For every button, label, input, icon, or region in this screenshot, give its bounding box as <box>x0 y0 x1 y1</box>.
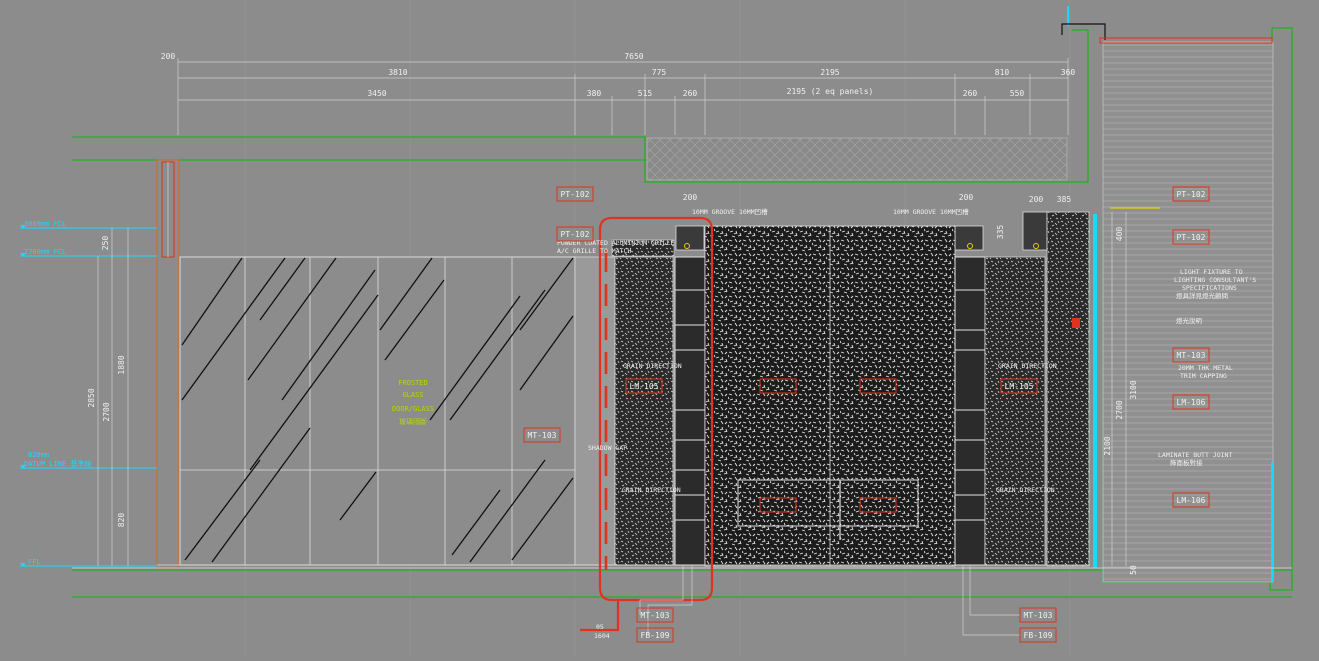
center-feature-panel <box>704 225 956 567</box>
dim-3810: 3810 <box>388 68 407 77</box>
level-triangles <box>20 225 26 567</box>
note-groove-a: 10MM GROOVE 10MM凹槽 <box>692 207 768 216</box>
dim-775: 775 <box>652 68 667 77</box>
red-marker <box>1072 318 1080 328</box>
note-grain-2: GRAIN DIRECTION <box>622 486 681 494</box>
dim-50: 50 <box>1129 565 1138 575</box>
floor-base <box>72 564 1292 569</box>
dim-3450: 3450 <box>367 89 386 98</box>
tag-lm105-a: LM-105 <box>630 382 659 391</box>
top-red-bar <box>1099 37 1273 44</box>
shelf-ladder-left <box>674 256 706 566</box>
section-sheet: 1604 <box>594 632 610 640</box>
dim-400: 400 <box>1115 227 1124 242</box>
dim-2700-right: 2700 <box>1115 400 1124 419</box>
tag-fb109-a: FB-109 <box>641 631 670 640</box>
dim-2850: 2850 <box>87 388 96 407</box>
dim-2195-eq: 2195 (2 eq panels) <box>787 87 874 96</box>
tag-pt102-a: PT-102 <box>561 190 590 199</box>
ceiling-herringbone <box>646 137 1068 181</box>
note-light-5: 燈光說明 <box>1176 316 1203 325</box>
level-3000: 3000mm FCL <box>24 220 66 228</box>
right-wall-lined-panel <box>1102 41 1274 583</box>
note-grain-4: GRAIN DIRECTION <box>996 486 1055 494</box>
dim-810: 810 <box>995 68 1010 77</box>
dim-250: 250 <box>101 236 110 251</box>
note-glass-3: DOOR/GLASS <box>392 405 434 413</box>
center-panel-tags <box>759 378 897 513</box>
note-light-3: SPECIFICATIONS <box>1182 284 1237 292</box>
note-glass-2: GLASS <box>402 391 423 399</box>
note-light-1: LIGHT FIXTURE TO <box>1180 268 1243 276</box>
note-light-4: 燈具詳見燈光顧問 <box>1176 291 1228 300</box>
note-glass-4: 玻璃隔斷 <box>399 417 427 426</box>
level-ffl: FFL <box>28 558 41 566</box>
note-grain-1: GRAIN DIRECTION <box>623 362 682 370</box>
dim-200-a: 200 <box>683 193 698 202</box>
note-shadow-gap: SHADOW GAP <box>588 444 627 452</box>
tag-pt102-c: PT-102 <box>1177 190 1206 199</box>
level-2700: 2700mm FCL <box>24 248 66 256</box>
dim-1880: 1880 <box>117 355 126 374</box>
note-metal-2: TRIM CAPPING <box>1180 372 1227 380</box>
glass-partition <box>179 256 576 566</box>
level-markers <box>20 227 157 567</box>
dim-380: 380 <box>587 89 602 98</box>
tag-lm106-b: LM-106 <box>1177 496 1206 505</box>
tag-pt102-d: PT-102 <box>1177 233 1206 242</box>
section-marker <box>580 216 714 632</box>
left-column <box>156 159 180 569</box>
dim-550: 550 <box>1010 89 1025 98</box>
note-laminate-2: 飾面板對接 <box>1170 458 1203 467</box>
tag-lm105-b: LM-105 <box>1005 382 1034 391</box>
wood-panel-right <box>984 256 1046 566</box>
dim-2700-left: 2700 <box>102 402 111 421</box>
dim-200-c: 200 <box>1029 195 1044 204</box>
note-light-2: LIGHTING CONSULTANT'S <box>1174 276 1256 284</box>
note-powder-coated: POWDER COATED ALUMINIUM GRILLE <box>557 239 674 247</box>
dim-360-top: 360 <box>1061 68 1076 77</box>
corner-column-right <box>1046 211 1090 567</box>
vertical-dimension-lines <box>97 212 1127 566</box>
note-laminate-1: LAMINATE BUTT JOINT <box>1158 451 1232 459</box>
level-820: 820mm <box>28 451 49 459</box>
note-metal-1: 20MM THK METAL <box>1178 364 1233 372</box>
dim-515: 515 <box>638 89 653 98</box>
dim-200-b: 200 <box>959 193 974 202</box>
dim-3100: 3100 <box>1129 380 1138 399</box>
wood-panel-left <box>614 256 674 566</box>
ceiling-slots <box>611 211 1048 257</box>
dim-200-top: 200 <box>161 52 176 61</box>
tag-lm106-a: LM-106 <box>1177 398 1206 407</box>
tag-fb109-b: FB-109 <box>1024 631 1053 640</box>
note-glass-1: FROSTED <box>398 379 428 387</box>
tag-pt102-b: PT-102 <box>561 230 590 239</box>
dim-260-a: 260 <box>683 89 698 98</box>
tag-mt103-a: MT-103 <box>528 431 557 440</box>
dim-7650: 7650 <box>624 52 643 61</box>
dim-2195: 2195 <box>820 68 839 77</box>
top-right-bracket <box>1061 23 1106 40</box>
dim-385: 385 <box>1057 195 1072 204</box>
tag-mt103-b: MT-103 <box>1177 351 1206 360</box>
note-grille-match: A/C GRILLE TO MATCH <box>557 247 631 255</box>
top-dimension-lines <box>177 58 1069 135</box>
dim-2100: 2100 <box>1103 436 1112 455</box>
shelf-ladder-right <box>954 256 986 566</box>
note-grain-3: GRAIN DIRECTION <box>998 362 1057 370</box>
note-groove-b: 10MM GROOVE 10MM凹槽 <box>893 207 969 216</box>
tag-mt103-c: MT-103 <box>641 611 670 620</box>
dim-260-b: 260 <box>963 89 978 98</box>
dim-820: 820 <box>117 513 126 528</box>
level-datum: DATUM LINE 基準線 <box>24 459 91 468</box>
aluminium-panel <box>574 256 616 566</box>
dim-335: 335 <box>996 225 1005 240</box>
section-id: 05 <box>596 623 604 631</box>
tag-mt103-d: MT-103 <box>1024 611 1053 620</box>
